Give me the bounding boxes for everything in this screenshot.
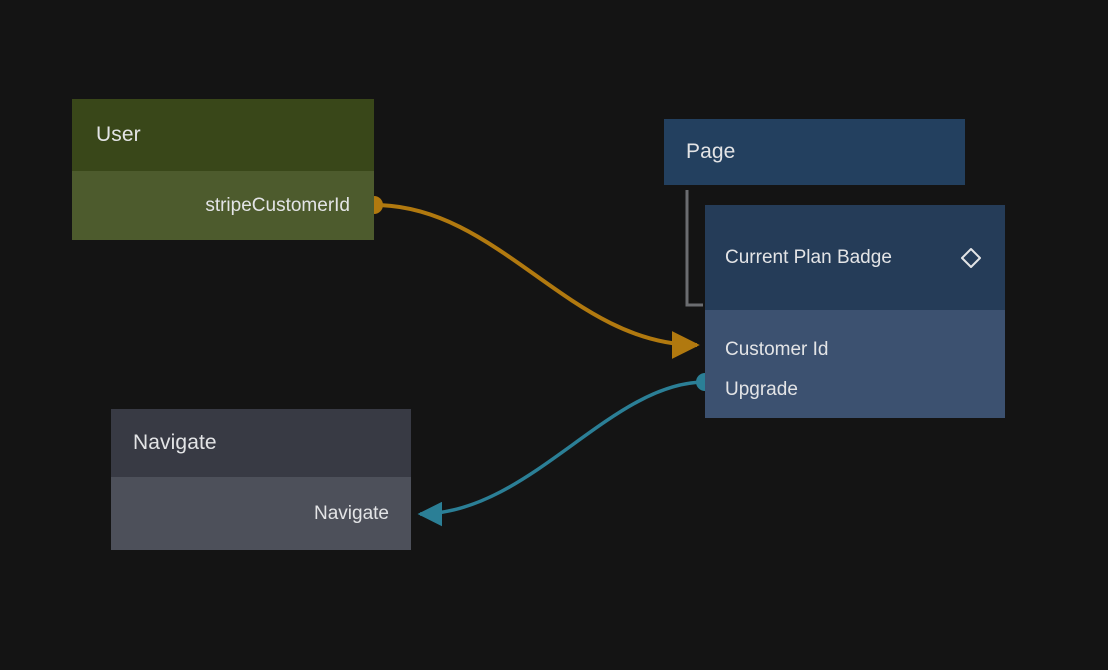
- node-user[interactable]: User stripeCustomerId: [72, 99, 374, 240]
- node-page-title: Page: [686, 140, 736, 163]
- page-fields-section[interactable]: Customer Id Upgrade: [705, 310, 1005, 418]
- node-user-header[interactable]: User: [72, 99, 374, 171]
- node-navigate-body[interactable]: Navigate: [111, 477, 411, 550]
- edge-upgrade-navigate[interactable]: [417, 380, 706, 527]
- field-customer-id-label: Customer Id: [725, 339, 829, 360]
- current-plan-badge-section[interactable]: Current Plan Badge: [705, 205, 1005, 310]
- node-page[interactable]: Page: [664, 119, 965, 185]
- field-navigate[interactable]: Navigate: [314, 503, 389, 525]
- field-upgrade[interactable]: Upgrade: [705, 370, 1005, 410]
- field-stripe-customer-id[interactable]: stripeCustomerId: [205, 195, 350, 217]
- tree-connector: [685, 190, 703, 307]
- diamond-icon: [961, 247, 981, 268]
- field-upgrade-label: Upgrade: [725, 379, 798, 400]
- field-navigate-label: Navigate: [314, 502, 389, 524]
- node-page-header[interactable]: Page: [664, 119, 965, 185]
- node-navigate-title: Navigate: [133, 431, 217, 454]
- current-plan-badge-label: Current Plan Badge: [725, 246, 892, 268]
- edge-stripe-customerid[interactable]: [373, 203, 700, 359]
- node-page-sub[interactable]: Current Plan Badge Customer Id Upgrade: [705, 205, 1005, 418]
- node-navigate[interactable]: Navigate Navigate: [111, 409, 411, 550]
- node-user-body[interactable]: stripeCustomerId: [72, 171, 374, 240]
- node-navigate-header[interactable]: Navigate: [111, 409, 411, 477]
- field-customer-id[interactable]: Customer Id: [705, 330, 1005, 370]
- node-user-title: User: [96, 123, 141, 146]
- field-stripe-customer-id-label: stripeCustomerId: [205, 194, 350, 216]
